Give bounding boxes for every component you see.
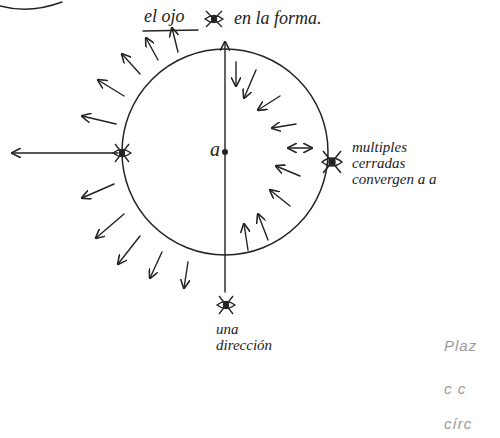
circle-outline [122,49,328,255]
cut-off-text: círc [444,416,472,432]
cut-off-text: c c [444,381,466,397]
inward-arrows [236,62,300,250]
circle-outline [120,47,330,257]
underline [143,30,198,31]
eye-symbol [205,11,223,27]
side-note: multiples cerradas convergen a a [352,140,452,187]
center-dot [222,149,228,155]
circle-form: a [120,47,330,257]
double-arrow [288,147,312,148]
outward-arrows [12,28,188,288]
point-label: a [210,139,220,160]
heading-note: en la forma. [234,9,322,28]
eye-symbol [322,151,342,173]
heading-note: el ojo [144,7,185,26]
bottom-note: una dirección [216,322,288,354]
cut-off-text: Plaz [444,338,477,354]
previous-sketch-arc [0,2,62,9]
eye-symbol [217,296,235,314]
